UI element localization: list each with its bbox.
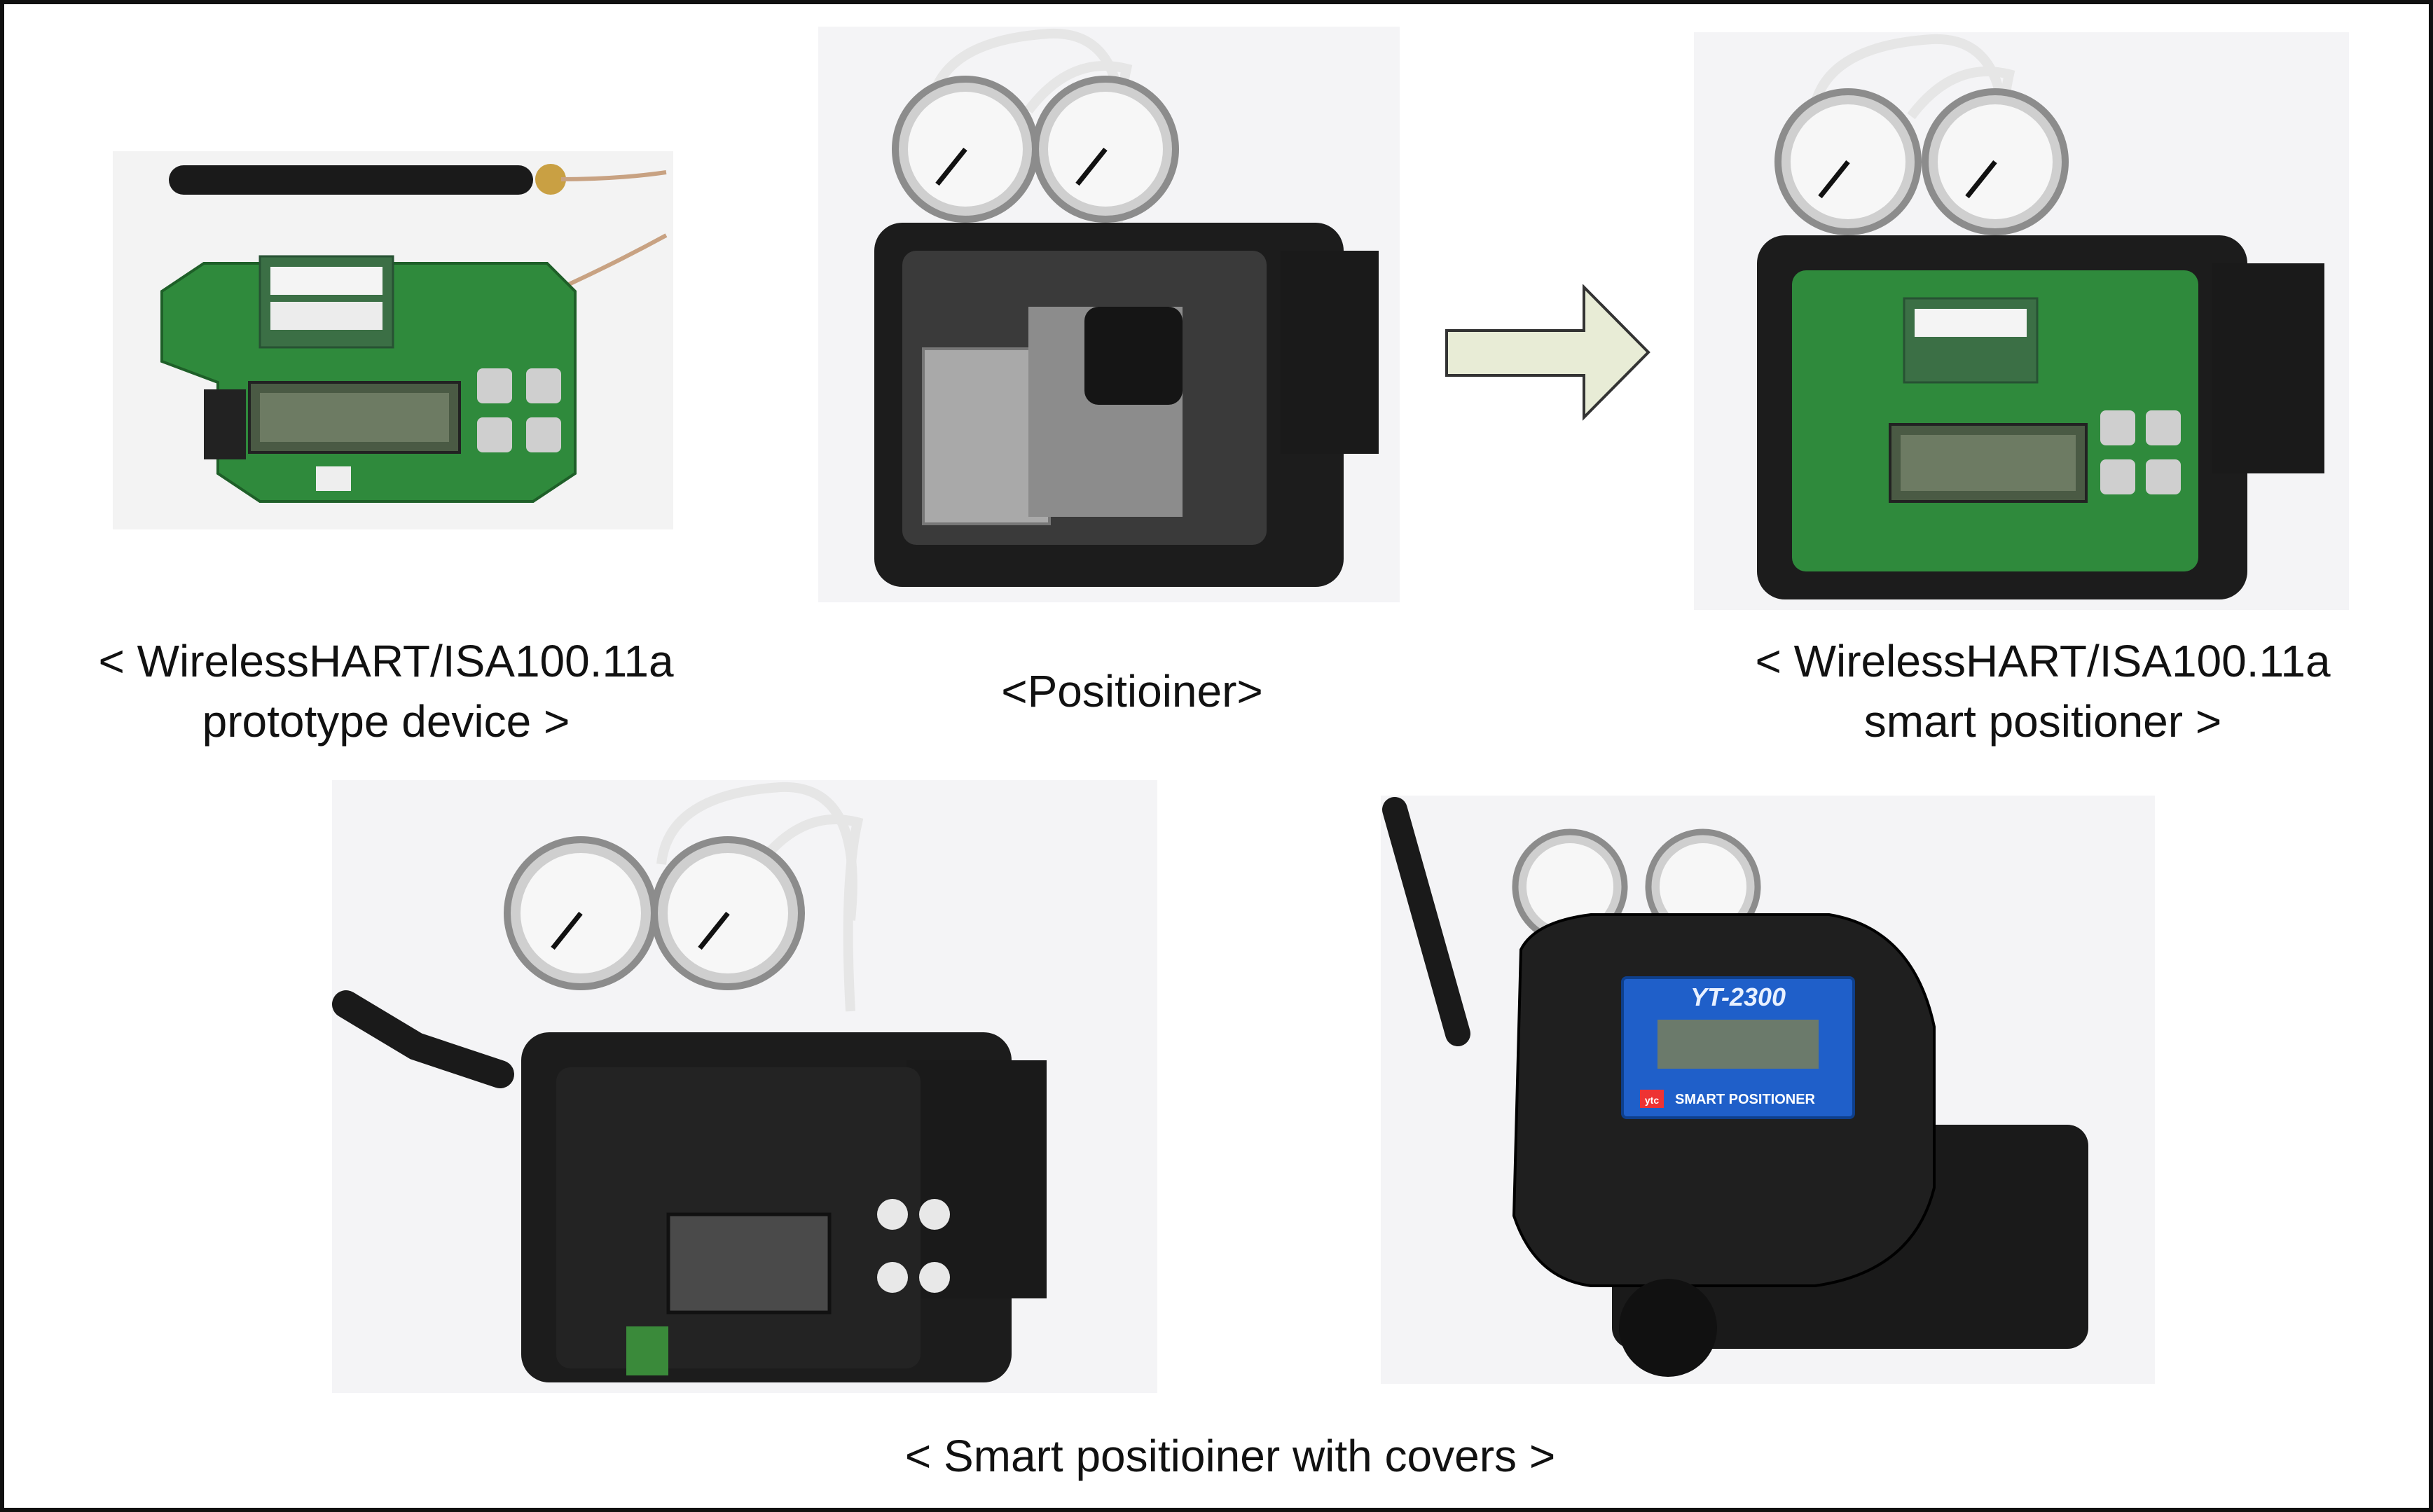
prototype-device-image: [113, 151, 673, 529]
cover-product-text: SMART POSITIONER: [1675, 1092, 1816, 1107]
yt2300-photo: YT-2300 SMART POSITIONER ytc: [1381, 796, 2155, 1384]
smart-caption-line1: < WirelessHART/ISA100.11a: [1755, 636, 2331, 686]
positioner-caption: <Positioiner>: [845, 661, 1419, 721]
right-arrow-icon: [1444, 284, 1654, 421]
prototype-device-caption: < WirelessHART/ISA100.11a prototype devi…: [32, 631, 740, 751]
prototype-device-photo: [113, 151, 673, 529]
prototype-caption-line1: < WirelessHART/ISA100.11a: [98, 636, 674, 686]
positioner-caption-line1: <Positioiner>: [1001, 666, 1263, 716]
cover-brand-text: ytc: [1645, 1095, 1659, 1106]
covered-positioner-photo: [332, 780, 1157, 1393]
bottom-caption: < Smart positioiner with covers >: [635, 1426, 1826, 1486]
positioner-image: [818, 27, 1400, 602]
positioner-photo: [818, 27, 1400, 602]
smart-caption-line2: smart positioner >: [1863, 696, 2222, 747]
smart-positioner-caption: < WirelessHART/ISA100.11a smart position…: [1679, 631, 2407, 751]
bottom-caption-text: < Smart positioiner with covers >: [904, 1431, 1556, 1481]
prototype-caption-line2: prototype device >: [202, 696, 570, 747]
covered-positioner-image: [332, 780, 1157, 1393]
cover-model-text: YT-2300: [1690, 983, 1786, 1011]
smart-positioner-photo: [1694, 32, 2349, 610]
yt2300-image: YT-2300 SMART POSITIONER ytc: [1381, 796, 2155, 1384]
smart-positioner-image: [1694, 32, 2349, 610]
